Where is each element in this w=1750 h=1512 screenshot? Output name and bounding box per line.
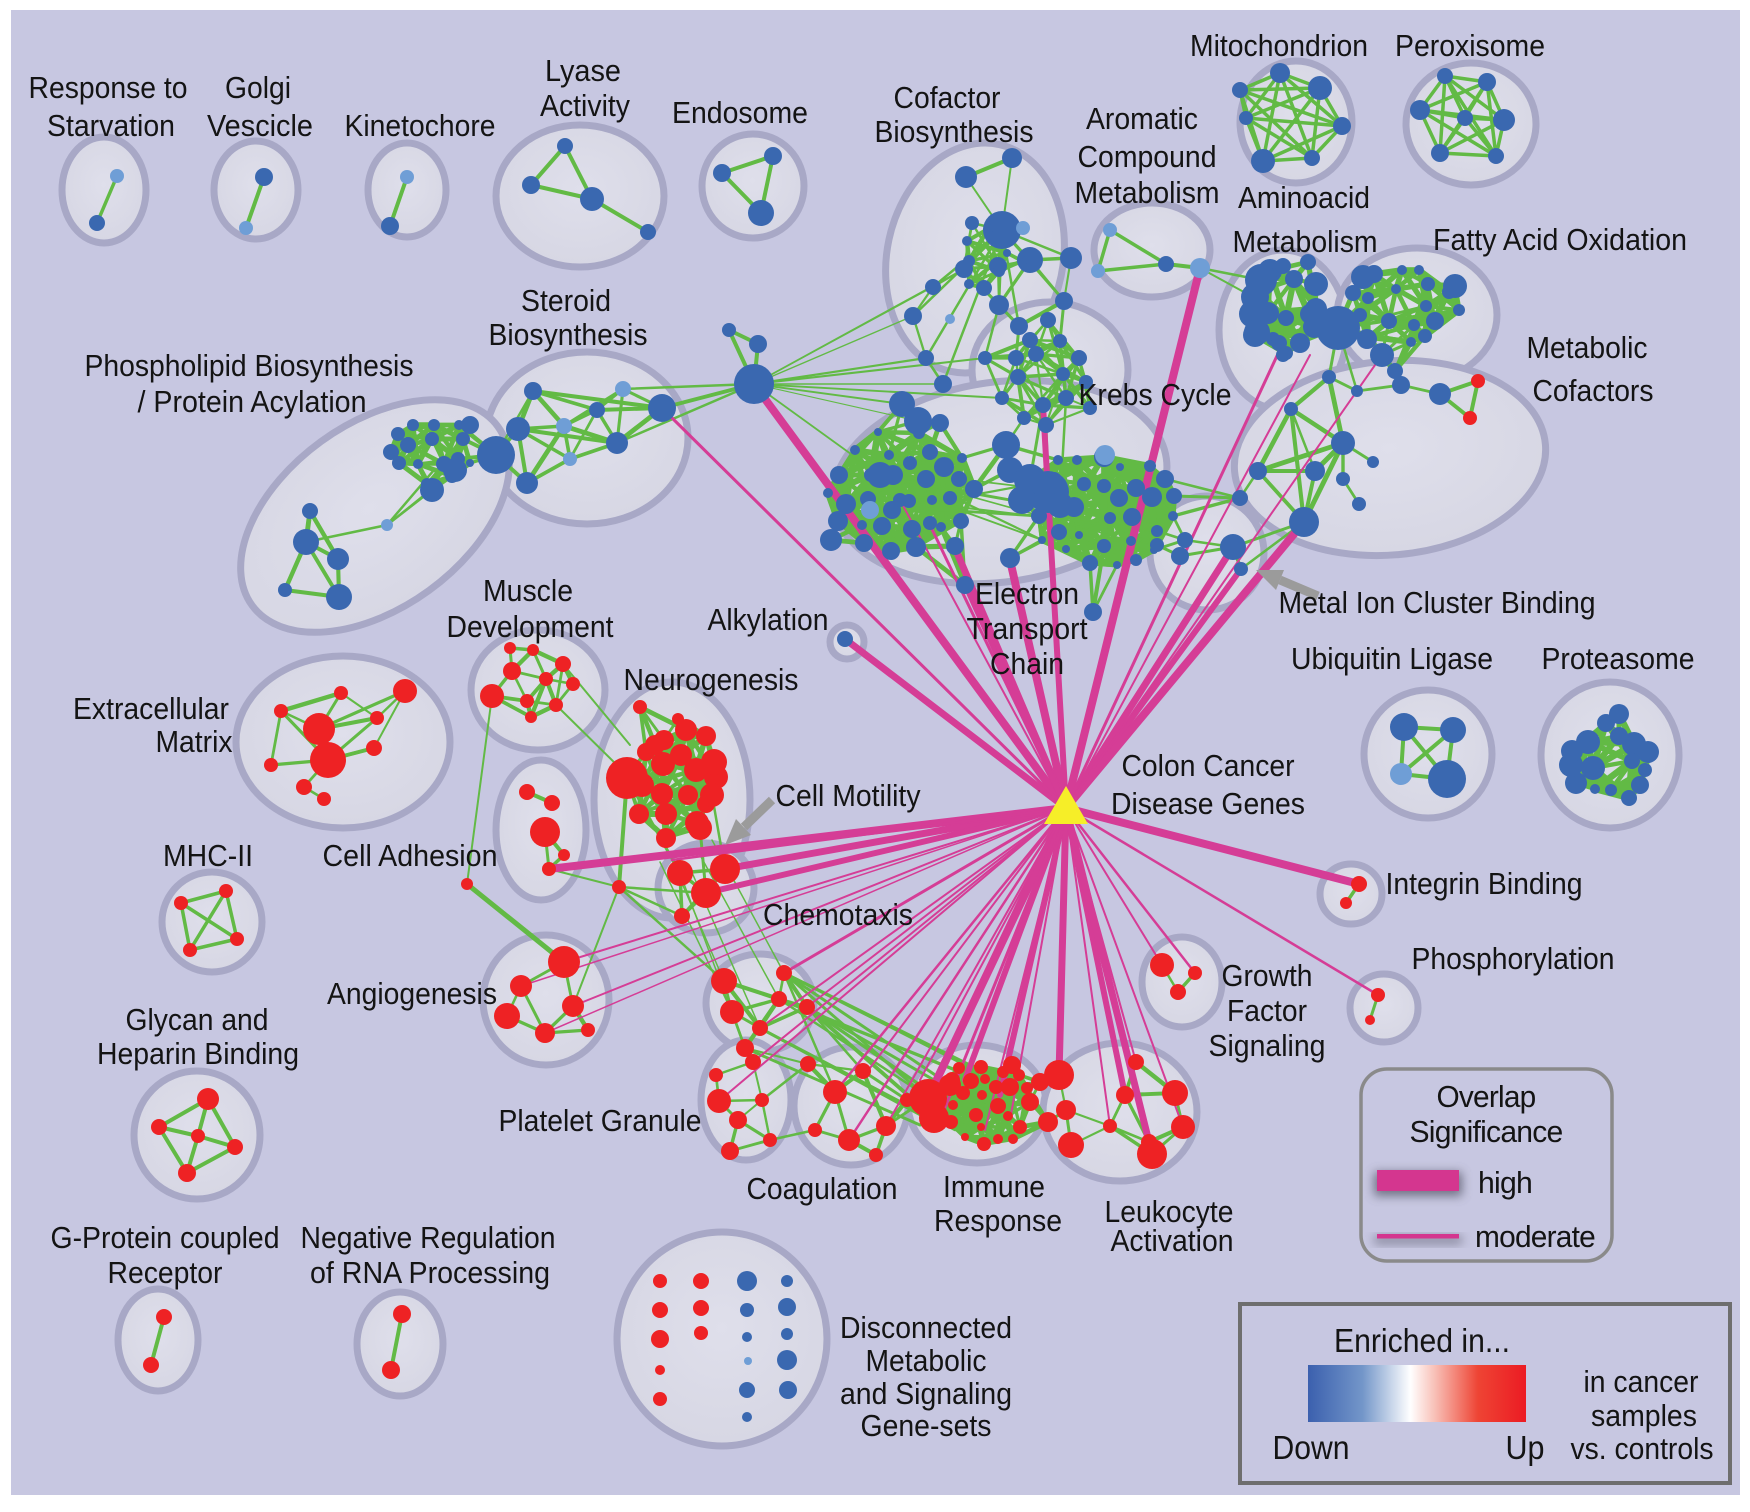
svg-text:Leukocyte: Leukocyte (1105, 1194, 1234, 1229)
svg-text:Development: Development (447, 609, 614, 644)
svg-text:Phospholipid Biosynthesis: Phospholipid Biosynthesis (85, 348, 414, 383)
svg-text:Disease Genes: Disease Genes (1111, 786, 1305, 821)
svg-text:Factor: Factor (1227, 993, 1307, 1028)
svg-text:samples: samples (1591, 1398, 1697, 1433)
svg-text:Metabolic: Metabolic (866, 1343, 987, 1378)
svg-text:Negative Regulation: Negative Regulation (301, 1220, 556, 1255)
svg-text:Kinetochore: Kinetochore (345, 108, 496, 143)
svg-text:Peroxisome: Peroxisome (1395, 28, 1545, 63)
svg-text:Biosynthesis: Biosynthesis (489, 317, 648, 352)
svg-text:Aminoacid: Aminoacid (1238, 180, 1370, 215)
svg-text:Glycan and: Glycan and (126, 1002, 269, 1037)
svg-text:Growth: Growth (1222, 958, 1313, 993)
svg-text:Chain: Chain (990, 646, 1064, 681)
svg-text:Cofactors: Cofactors (1533, 373, 1654, 408)
svg-text:Gene-sets: Gene-sets (861, 1408, 992, 1443)
svg-text:Alkylation: Alkylation (708, 602, 829, 637)
svg-text:Endosome: Endosome (672, 95, 808, 130)
svg-text:Neurogenesis: Neurogenesis (624, 662, 799, 697)
svg-text:Chemotaxis: Chemotaxis (763, 897, 913, 932)
svg-text:Starvation: Starvation (47, 108, 175, 143)
svg-text:Integrin Binding: Integrin Binding (1386, 866, 1583, 901)
svg-text:Mitochondrion: Mitochondrion (1190, 28, 1368, 63)
svg-text:Muscle: Muscle (483, 573, 573, 608)
svg-text:Phosphorylation: Phosphorylation (1412, 941, 1615, 976)
svg-text:Cell Adhesion: Cell Adhesion (323, 838, 498, 873)
svg-text:Cofactor: Cofactor (894, 80, 1001, 115)
svg-text:Signaling: Signaling (1209, 1028, 1326, 1063)
svg-text:Enriched in...: Enriched in... (1334, 1322, 1510, 1359)
svg-text:Metabolic: Metabolic (1527, 330, 1648, 365)
svg-text:Down: Down (1273, 1429, 1350, 1466)
svg-text:Heparin Binding: Heparin Binding (97, 1036, 299, 1071)
svg-text:Extracellular: Extracellular (73, 691, 229, 726)
svg-text:vs. controls: vs. controls (1571, 1431, 1714, 1466)
svg-text:in cancer: in cancer (1584, 1364, 1699, 1399)
svg-text:Angiogenesis: Angiogenesis (327, 976, 497, 1011)
svg-text:Transport: Transport (967, 611, 1088, 646)
svg-text:Lyase: Lyase (545, 53, 621, 88)
svg-text:and Signaling: and Signaling (840, 1376, 1012, 1411)
svg-text:Up: Up (1506, 1429, 1545, 1466)
svg-text:Electron: Electron (975, 576, 1079, 611)
svg-text:Steroid: Steroid (521, 283, 611, 318)
svg-text:of RNA Processing: of RNA Processing (310, 1255, 550, 1290)
svg-text:Response to: Response to (29, 70, 188, 105)
svg-text:moderate: moderate (1475, 1219, 1595, 1254)
svg-text:Metal Ion Cluster Binding: Metal Ion Cluster Binding (1279, 585, 1596, 620)
svg-text:Coagulation: Coagulation (747, 1171, 898, 1206)
svg-text:Ubiquitin Ligase: Ubiquitin Ligase (1291, 641, 1493, 676)
svg-text:Platelet Granule: Platelet Granule (499, 1103, 702, 1138)
svg-text:Receptor: Receptor (108, 1255, 223, 1290)
svg-text:Aromatic: Aromatic (1086, 101, 1198, 136)
svg-text:Response: Response (934, 1203, 1062, 1238)
svg-text:Compound: Compound (1078, 139, 1217, 174)
svg-text:Immune: Immune (943, 1169, 1045, 1204)
svg-text:Colon Cancer: Colon Cancer (1122, 748, 1295, 783)
svg-text:MHC-II: MHC-II (163, 838, 253, 873)
svg-text:Significance: Significance (1410, 1114, 1563, 1149)
svg-text:Vescicle: Vescicle (207, 108, 313, 143)
svg-text:Biosynthesis: Biosynthesis (875, 114, 1034, 149)
svg-text:Activation: Activation (1111, 1223, 1234, 1258)
svg-text:Activity: Activity (540, 88, 630, 123)
svg-text:Overlap: Overlap (1437, 1079, 1536, 1114)
svg-text:Disconnected: Disconnected (840, 1310, 1012, 1345)
svg-text:G-Protein coupled: G-Protein coupled (51, 1220, 280, 1255)
svg-text:Golgi: Golgi (225, 70, 291, 105)
svg-text:Matrix: Matrix (156, 724, 233, 759)
svg-text:Fatty Acid Oxidation: Fatty Acid Oxidation (1433, 222, 1687, 257)
svg-text:Metabolism: Metabolism (1075, 175, 1220, 210)
svg-text:Krebs Cycle: Krebs Cycle (1079, 377, 1232, 412)
svg-text:high: high (1478, 1165, 1532, 1200)
svg-text:Proteasome: Proteasome (1542, 641, 1695, 676)
svg-text:/ Protein Acylation: / Protein Acylation (138, 384, 367, 419)
svg-text:Metabolism: Metabolism (1233, 224, 1378, 259)
svg-text:Cell Motility: Cell Motility (776, 778, 921, 813)
